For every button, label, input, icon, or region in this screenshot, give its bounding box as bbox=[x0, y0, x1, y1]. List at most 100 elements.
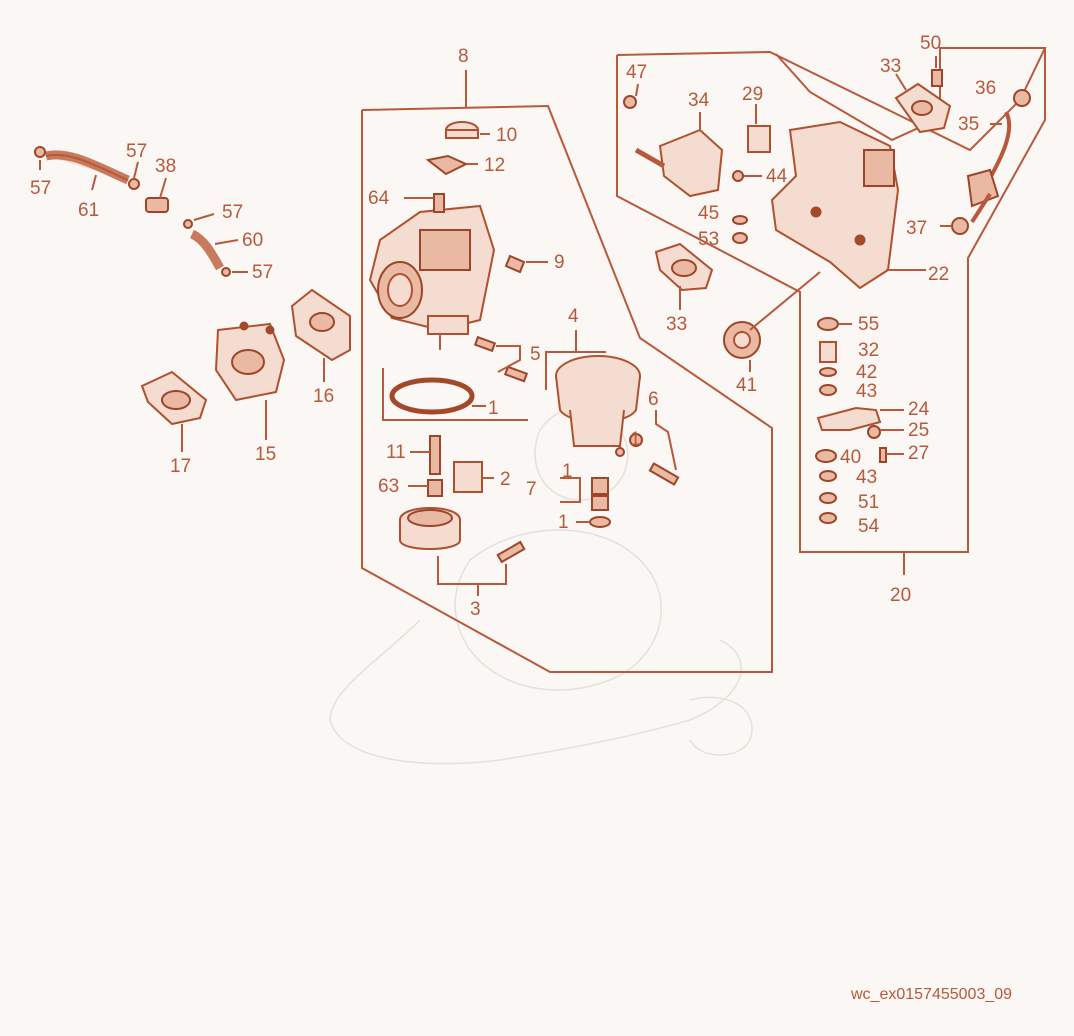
callout-24: 24 bbox=[908, 399, 930, 420]
callout-27: 27 bbox=[908, 443, 929, 464]
bolt-6 bbox=[648, 410, 680, 486]
callout-54: 54 bbox=[858, 516, 880, 537]
callout-36: 36 bbox=[975, 78, 996, 99]
clip-57-d bbox=[221, 267, 248, 277]
washer-1-c bbox=[576, 516, 611, 528]
callout-4: 4 bbox=[568, 306, 579, 327]
callout-33-a: 33 bbox=[666, 314, 687, 335]
insulator-15 bbox=[214, 321, 286, 440]
cap-12 bbox=[425, 154, 478, 176]
screw-9 bbox=[504, 254, 548, 274]
callout-34: 34 bbox=[688, 90, 710, 111]
callout-16: 16 bbox=[313, 386, 334, 407]
fuel-tube-60 bbox=[189, 229, 239, 271]
callout-25: 25 bbox=[908, 420, 929, 441]
callout-57-c: 57 bbox=[222, 202, 243, 223]
lever-29 bbox=[747, 104, 771, 153]
clip-57-c bbox=[183, 213, 215, 229]
jet-63 bbox=[408, 479, 443, 497]
callout-63: 63 bbox=[378, 476, 399, 497]
callout-17: 17 bbox=[170, 456, 191, 477]
callout-5: 5 bbox=[530, 344, 541, 365]
callout-55: 55 bbox=[858, 314, 879, 335]
washer-1-b bbox=[615, 433, 643, 457]
pin-27 bbox=[879, 447, 904, 463]
callout-37: 37 bbox=[906, 218, 927, 239]
clip-57-a bbox=[34, 146, 46, 170]
callout-12: 12 bbox=[484, 155, 505, 176]
washer-42 bbox=[819, 367, 837, 377]
callout-40: 40 bbox=[840, 447, 861, 468]
float-needle-2 bbox=[453, 461, 494, 493]
callout-labels: 57 61 57 38 57 60 57 17 15 16 8 10 12 64… bbox=[30, 33, 996, 620]
callout-38: 38 bbox=[155, 156, 176, 177]
callout-9: 9 bbox=[554, 252, 565, 273]
fuel-tube-61 bbox=[44, 150, 130, 191]
callout-35: 35 bbox=[958, 114, 979, 135]
callout-1-d: 1 bbox=[558, 512, 569, 533]
group-outline-20 bbox=[616, 47, 1047, 575]
callout-53: 53 bbox=[698, 229, 719, 250]
callout-2: 2 bbox=[500, 469, 511, 490]
throttle-assembly-34 bbox=[634, 112, 724, 198]
gasket-33-a bbox=[654, 242, 714, 310]
callout-1-a: 1 bbox=[488, 398, 499, 419]
knob-37 bbox=[940, 217, 969, 235]
callout-57-a: 57 bbox=[30, 178, 51, 199]
callout-43-a: 43 bbox=[856, 381, 877, 402]
callout-43-b: 43 bbox=[856, 467, 877, 488]
control-plate-22 bbox=[770, 120, 926, 290]
bushing-25 bbox=[867, 425, 904, 439]
callout-47: 47 bbox=[626, 62, 647, 83]
cap-10 bbox=[445, 121, 490, 139]
callout-64: 64 bbox=[368, 188, 390, 209]
callout-7: 7 bbox=[526, 479, 537, 500]
washer-45 bbox=[732, 215, 748, 225]
main-jet-11 bbox=[410, 435, 441, 475]
footer-code: wc_ex0157455003_09 bbox=[850, 986, 1012, 1003]
callout-10: 10 bbox=[496, 125, 517, 146]
callout-44: 44 bbox=[766, 166, 788, 187]
choke-lever bbox=[966, 168, 1000, 224]
drain-screw-7 bbox=[560, 477, 609, 511]
clip-57-b bbox=[128, 161, 140, 190]
grommet-50 bbox=[931, 56, 943, 87]
callout-42: 42 bbox=[856, 362, 877, 383]
gasket-16 bbox=[290, 288, 351, 382]
rod-35 bbox=[988, 111, 1012, 179]
screw-set-5 bbox=[473, 335, 529, 383]
callout-51: 51 bbox=[858, 492, 879, 513]
spacer-32 bbox=[819, 341, 837, 363]
callout-32: 32 bbox=[858, 340, 879, 361]
callout-11: 11 bbox=[386, 442, 406, 463]
governor-gear-41 bbox=[723, 271, 821, 372]
float-3 bbox=[399, 507, 526, 596]
callout-1-c: 1 bbox=[562, 461, 573, 482]
callout-8: 8 bbox=[458, 46, 469, 67]
gasket-17 bbox=[140, 370, 208, 452]
gasket-33-b bbox=[894, 73, 952, 134]
callout-60: 60 bbox=[242, 230, 263, 251]
float-bowl-4 bbox=[545, 330, 641, 447]
group-outline-8 bbox=[361, 70, 773, 673]
callout-41: 41 bbox=[736, 375, 757, 396]
o-ring-1-a bbox=[382, 368, 528, 421]
callout-15: 15 bbox=[255, 444, 276, 465]
callout-29: 29 bbox=[742, 84, 763, 105]
callout-57-b: 57 bbox=[126, 141, 147, 162]
callout-20: 20 bbox=[890, 585, 911, 606]
callout-22: 22 bbox=[928, 264, 949, 285]
lever-24 bbox=[816, 406, 904, 431]
callout-61: 61 bbox=[78, 200, 99, 221]
knob-36 bbox=[1013, 89, 1031, 107]
fuel-valve-38 bbox=[145, 177, 169, 213]
washer-43-b bbox=[819, 470, 837, 482]
nut-44 bbox=[732, 170, 762, 182]
spring-40 bbox=[815, 449, 837, 463]
callout-33-b: 33 bbox=[880, 56, 901, 77]
callout-57-d: 57 bbox=[252, 262, 273, 283]
callout-3: 3 bbox=[470, 599, 481, 620]
nut-54 bbox=[819, 512, 837, 524]
cap-55 bbox=[817, 317, 852, 331]
